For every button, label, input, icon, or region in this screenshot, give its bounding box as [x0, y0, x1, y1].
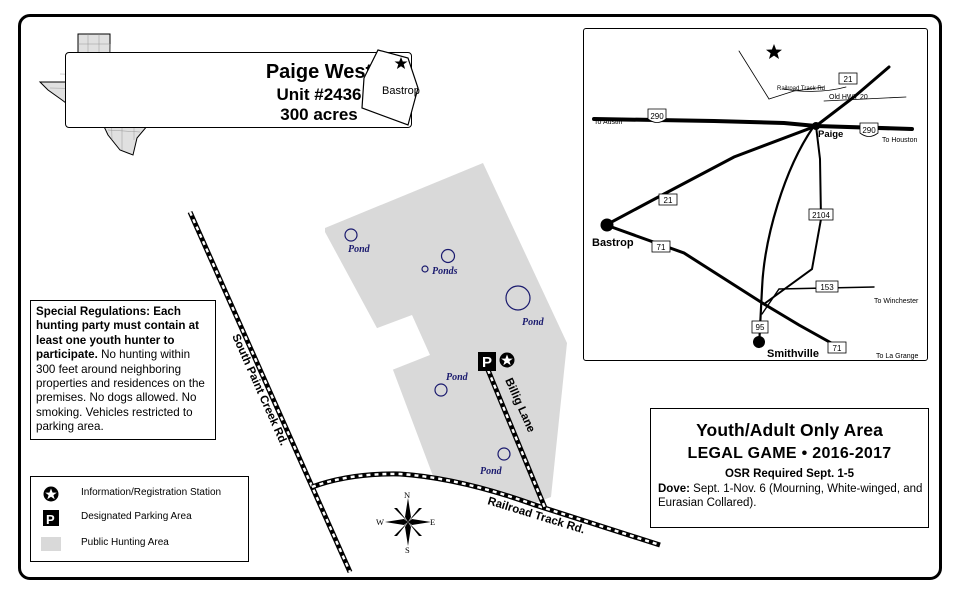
pond-labels: Pond Ponds Pond Pond Pond	[348, 244, 545, 477]
season-info-box: Youth/Adult Only Area LEGAL GAME • 2016-…	[650, 408, 929, 528]
legend-box: Information/Registration Station P Desig…	[30, 476, 249, 562]
pond-1	[344, 228, 358, 242]
compass-s: S	[405, 545, 410, 555]
osr-note: OSR Required Sept. 1-5	[724, 468, 855, 480]
pond-4	[505, 285, 531, 311]
shield-290-east: 290	[862, 126, 876, 135]
county-name: Bastrop	[382, 85, 420, 97]
compass-e: E	[430, 517, 435, 527]
unit-number: Unit #2436	[276, 85, 362, 104]
dove-dates: Sept. 1-Nov. 6 (Mourning, White-winged, …	[658, 483, 923, 509]
regulations-heading: Special Regulations:	[36, 305, 151, 318]
parking-icon: P	[43, 510, 59, 526]
svg-text:P: P	[46, 512, 55, 526]
railroad-track-road	[311, 471, 661, 548]
parking-icon: P	[478, 352, 496, 371]
county-locator: Bastrop	[361, 49, 420, 126]
area-name: Paige West	[265, 61, 373, 83]
place-paige: Paige	[818, 129, 843, 140]
pond-6	[497, 447, 511, 461]
direction-houston: To Houston	[882, 137, 918, 144]
regulations-bold: Each hunting party must contain at least…	[36, 305, 199, 362]
legend-row: P Designated Parking Area	[31, 507, 248, 529]
compass-n: N	[404, 490, 410, 500]
title-box: Paige West Unit #2436 300 acres	[65, 52, 412, 128]
legend-row: Public Hunting Area	[31, 533, 248, 555]
shield-71-west: 71	[657, 243, 666, 252]
compass-w: W	[376, 517, 384, 527]
pond-label: Ponds	[432, 266, 458, 277]
legend-label: Designated Parking Area	[81, 511, 192, 522]
legend-label: Information/Registration Station	[81, 487, 222, 498]
road-label-south-paint-creek: South Paint Creek Rd.	[229, 332, 289, 447]
shield-21: 21	[844, 75, 853, 84]
pond-label: Pond	[522, 317, 545, 328]
legend-row: Information/Registration Station	[31, 483, 248, 505]
pond-2	[440, 248, 456, 264]
area-type-heading: Youth/Adult Only Area	[696, 420, 883, 440]
star-circle-icon	[43, 486, 59, 502]
dove-season: Dove: Sept. 1-Nov. 6 (Mourning, White-wi…	[658, 482, 928, 510]
public-hunting-area	[325, 163, 567, 503]
parking-letter: P	[482, 354, 492, 371]
shield-71-east: 71	[833, 344, 842, 353]
road-old-hwy-20: Old HWY 20	[829, 94, 868, 101]
pond-5	[434, 383, 448, 397]
compass-rose: N S E W	[376, 490, 435, 555]
excluded-parcel	[372, 315, 430, 370]
shield-21-south: 21	[664, 196, 673, 205]
pond-3	[421, 265, 429, 273]
gray-area-swatch	[41, 537, 61, 551]
south-paint-creek-road	[187, 210, 353, 574]
shield-95: 95	[756, 323, 765, 332]
place-bastrop: Bastrop	[592, 237, 634, 249]
pond-label: Pond	[446, 372, 469, 383]
legal-game-heading: LEGAL GAME • 2016-2017	[687, 445, 892, 462]
direction-austin: To Austin	[594, 119, 623, 126]
shield-2104: 2104	[812, 211, 830, 220]
ponds	[344, 228, 531, 461]
place-smithville: Smithville	[767, 348, 819, 360]
special-regulations-box: Special Regulations: Each hunting party …	[30, 300, 216, 440]
pond-label: Pond	[480, 466, 503, 477]
info-station-icon	[499, 352, 515, 368]
billig-lane-road	[485, 369, 548, 509]
direction-la-grange: To La Grange	[876, 353, 919, 360]
shield-290-west: 290	[650, 112, 664, 121]
road-railroad-track: Railroad Track Rd	[777, 86, 825, 92]
direction-winchester: To Winchester	[874, 298, 919, 305]
shield-153: 153	[820, 283, 834, 292]
legend-label: Public Hunting Area	[81, 537, 169, 548]
dove-label: Dove:	[658, 483, 690, 495]
acreage: 300 acres	[280, 105, 358, 124]
regulations-text: No hunting within 300 feet around neighb…	[36, 348, 205, 434]
inset-location-map: Bastrop Paige Smithville To Austin To Ho…	[583, 28, 928, 361]
pond-label: Pond	[348, 244, 371, 255]
